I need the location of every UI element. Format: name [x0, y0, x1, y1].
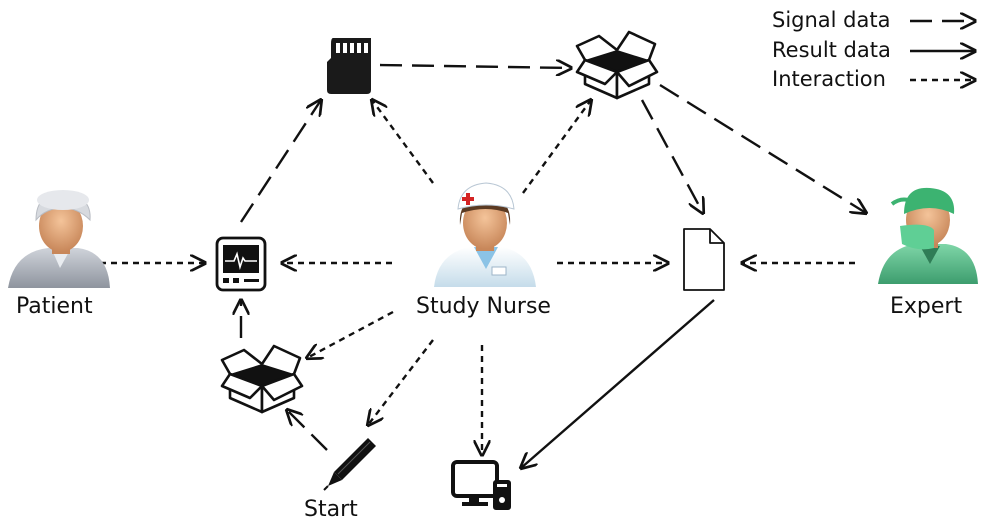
start-label: Start: [304, 497, 358, 522]
study-nurse-label: Study Nurse: [416, 294, 551, 319]
edge-topbox-to-document: [640, 99, 703, 213]
patient-label: Patient: [16, 294, 93, 319]
edge-nurse-to-bottombox: [307, 310, 394, 358]
open-box-bottom-icon: [220, 344, 304, 414]
edge-topbox-to-expert: [659, 83, 866, 213]
edge-document-to-workstation: [521, 299, 715, 468]
expert-avatar: [878, 187, 978, 284]
document-icon: [683, 228, 725, 291]
edge-monitor-to-sdcard: [239, 100, 321, 223]
legend-signal-label: Signal data: [772, 8, 891, 32]
patient-avatar: [8, 190, 110, 288]
open-box-top-icon: [575, 30, 659, 100]
sd-card-icon: [327, 38, 371, 94]
edge-nurse-to-topbox: [522, 100, 591, 194]
study-nurse-avatar: [434, 182, 536, 287]
edge-sdcard-to-topbox: [379, 65, 571, 68]
legend: [910, 21, 975, 80]
ecg-monitor-icon: [215, 236, 267, 292]
edge-pen-to-bottombox: [287, 410, 328, 451]
edge-nurse-to-pen: [368, 339, 434, 425]
legend-interaction-label: Interaction: [772, 67, 886, 91]
expert-label: Expert: [890, 294, 963, 319]
pen-icon: [323, 438, 376, 491]
workstation-icon: [451, 460, 511, 510]
edge-nurse-to-sdcard: [372, 100, 434, 184]
edges: [100, 65, 866, 468]
legend-result-label: Result data: [772, 38, 891, 62]
